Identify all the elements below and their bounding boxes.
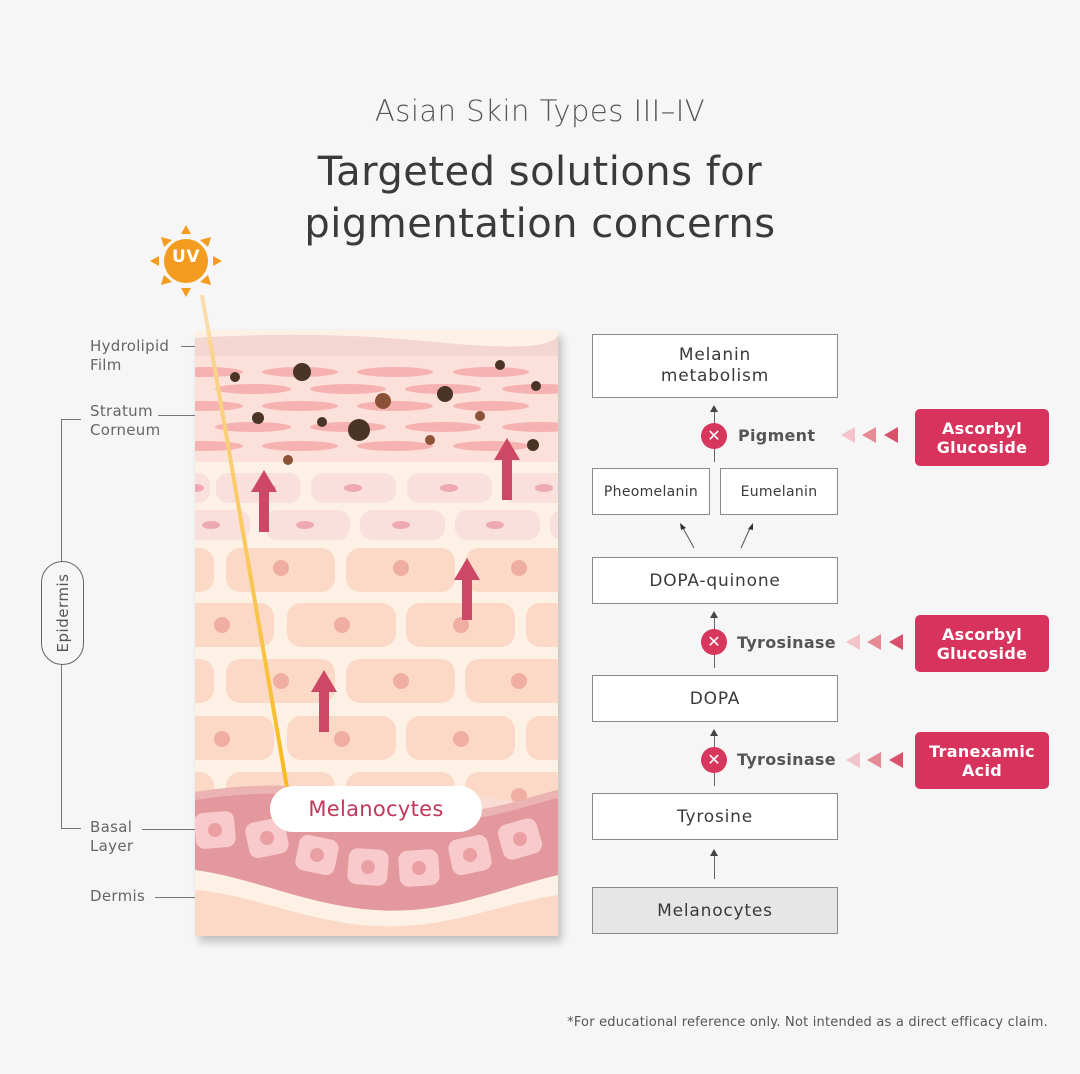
agent-ascorbyl-glucoside-2: Ascorbyl Glucoside bbox=[915, 615, 1049, 672]
skin-cross-section bbox=[195, 330, 558, 936]
label-dermis: Dermis bbox=[90, 887, 146, 905]
spinous-cells bbox=[195, 548, 558, 816]
agent-ascorbyl-glucoside-1: Ascorbyl Glucoside bbox=[915, 409, 1049, 466]
hydrolipid-film-layer bbox=[195, 334, 558, 356]
branch-arrows bbox=[680, 523, 753, 549]
footnote: *For educational reference only. Not int… bbox=[567, 1015, 1048, 1030]
leader-line bbox=[142, 829, 221, 830]
agent-text: Tranexamic bbox=[929, 741, 1035, 761]
melanin-granules bbox=[230, 360, 541, 465]
node-text: Melanin bbox=[678, 345, 752, 365]
inhibition-target-tyrosinase-2: Tyrosinase bbox=[737, 750, 836, 769]
inhibition-target-tyrosinase-1: Tyrosinase bbox=[737, 633, 836, 652]
uv-sun-icon bbox=[150, 225, 222, 297]
label-line: Corneum bbox=[90, 421, 161, 439]
subtitle: Asian Skin Types III–IV bbox=[374, 94, 706, 128]
title-line-2: pigmentation concerns bbox=[304, 201, 776, 247]
label-line: Layer bbox=[90, 837, 134, 855]
uv-ray-upper bbox=[200, 294, 212, 340]
basal-cells bbox=[195, 811, 543, 887]
label-hydrolipid-film: Hydrolipid Film bbox=[90, 337, 169, 375]
arrow-up-icon bbox=[710, 729, 718, 736]
epidermis-text: Epidermis bbox=[53, 573, 72, 653]
uv-icon-label: UV bbox=[172, 247, 200, 267]
melanocytes-callout: Melanocytes bbox=[270, 786, 482, 832]
label-line: Film bbox=[90, 356, 122, 374]
triangle-arrow-icon bbox=[846, 634, 860, 650]
node-dopa: DOPA bbox=[592, 675, 838, 722]
label-basal-layer: Basal Layer bbox=[90, 818, 133, 856]
bracket-tick bbox=[61, 419, 81, 420]
node-dopa-quinone: DOPA-quinone bbox=[592, 557, 838, 604]
node-melanin-metabolism: Melanin metabolism bbox=[592, 334, 838, 398]
agent-text: Glucoside bbox=[936, 643, 1028, 663]
flow-line bbox=[714, 853, 715, 879]
uv-ray bbox=[206, 330, 292, 806]
skin-illustration bbox=[195, 330, 558, 936]
node-melanocytes: Melanocytes bbox=[592, 887, 838, 934]
agent-tranexamic-acid: Tranexamic Acid bbox=[915, 732, 1049, 789]
triangle-arrow-icon bbox=[841, 427, 855, 443]
node-text: metabolism bbox=[660, 366, 770, 386]
node-pheomelanin: Pheomelanin bbox=[592, 468, 710, 515]
label-line: Hydrolipid bbox=[90, 337, 170, 355]
label-line: Stratum bbox=[90, 402, 153, 420]
agent-text: Ascorbyl bbox=[941, 624, 1023, 644]
page-title: Targeted solutions for pigmentation conc… bbox=[0, 146, 1080, 250]
up-arrow bbox=[494, 438, 520, 500]
block-icon: ✕ bbox=[701, 423, 727, 449]
title-line-1: Targeted solutions for bbox=[317, 149, 763, 195]
leader-line bbox=[158, 415, 221, 416]
triangle-arrow-icon bbox=[867, 752, 881, 768]
spinous-nuclei bbox=[214, 560, 527, 804]
up-arrow bbox=[251, 470, 277, 532]
agent-text: Glucoside bbox=[936, 437, 1028, 457]
epidermis-label: Epidermis bbox=[41, 561, 84, 665]
block-icon: ✕ bbox=[701, 629, 727, 655]
label-line: Basal bbox=[90, 818, 133, 836]
agent-text: Ascorbyl bbox=[941, 418, 1023, 438]
leader-line bbox=[155, 897, 221, 898]
inhibition-target-pigment: Pigment bbox=[738, 426, 816, 445]
label-stratum-corneum: Stratum Corneum bbox=[90, 402, 161, 440]
corneocytes bbox=[195, 367, 558, 451]
arrow-up-icon bbox=[710, 405, 718, 412]
triangle-arrow-icon bbox=[889, 634, 903, 650]
arrow-up-icon bbox=[710, 611, 718, 618]
agent-text: Acid bbox=[961, 760, 1002, 780]
node-tyrosine: Tyrosine bbox=[592, 793, 838, 840]
triangle-arrow-icon bbox=[889, 752, 903, 768]
arrow-up-icon bbox=[710, 849, 718, 856]
dermis-layer bbox=[195, 890, 558, 936]
bracket-tick bbox=[61, 828, 81, 829]
node-eumelanin: Eumelanin bbox=[720, 468, 838, 515]
block-icon: ✕ bbox=[701, 747, 727, 773]
triangle-arrow-icon bbox=[862, 427, 876, 443]
triangle-arrow-icon bbox=[884, 427, 898, 443]
up-arrow bbox=[311, 670, 337, 732]
up-arrow bbox=[454, 558, 480, 620]
triangle-arrow-icon bbox=[846, 752, 860, 768]
triangle-arrow-icon bbox=[867, 634, 881, 650]
melanin-transfer-arrows bbox=[251, 438, 520, 732]
